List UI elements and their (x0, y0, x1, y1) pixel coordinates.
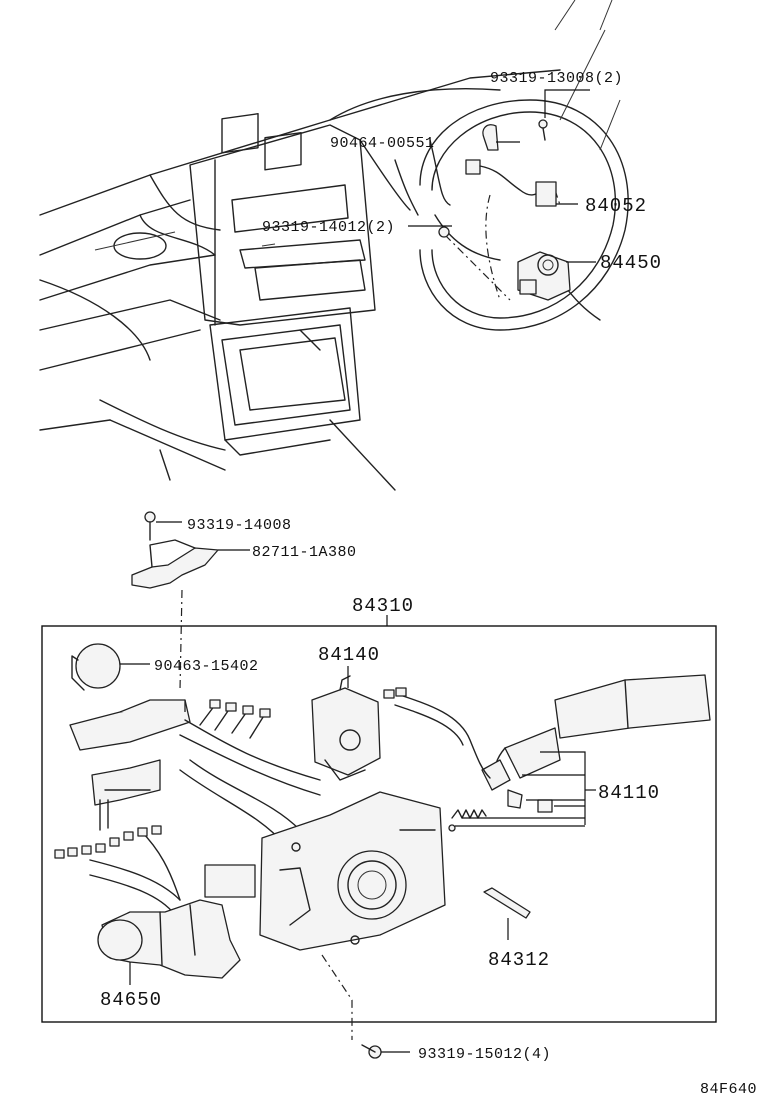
label-84110: 84110 (598, 782, 660, 804)
label-93319-15012: 93319-15012(4) (418, 1046, 551, 1063)
pin-84312 (483, 887, 531, 940)
label-90464-00551: 90464-00551 (330, 135, 435, 152)
wire-harness (54, 699, 321, 916)
lever-84110 (383, 674, 711, 832)
horn-contact-parts (438, 119, 571, 301)
label-93319-14008: 93319-14008 (187, 517, 292, 534)
switch-84650 (97, 899, 241, 985)
label-90463-15402: 90463-15402 (154, 658, 259, 675)
label-84052: 84052 (585, 195, 647, 217)
assembly-box (41, 625, 717, 1023)
label-93319-14012: 93319-14012(2) (262, 219, 395, 236)
switch-84140 (311, 666, 381, 781)
top-leaders (408, 89, 596, 263)
bottom-screw (321, 954, 410, 1059)
label-93319-13008: 93319-13008(2) (490, 70, 623, 87)
label-84140: 84140 (318, 644, 380, 666)
clamp-band (71, 643, 150, 691)
label-82711-1A380: 82711-1A380 (252, 544, 357, 561)
label-84310: 84310 (352, 595, 414, 617)
label-84450: 84450 (600, 252, 662, 274)
diagram-code: 84F640 (700, 1081, 757, 1098)
label-84650: 84650 (100, 989, 162, 1011)
dashboard-illustration (39, 0, 629, 491)
bracket-parts (131, 511, 250, 691)
label-84312: 84312 (488, 949, 550, 971)
combination-switch-body (259, 791, 446, 951)
